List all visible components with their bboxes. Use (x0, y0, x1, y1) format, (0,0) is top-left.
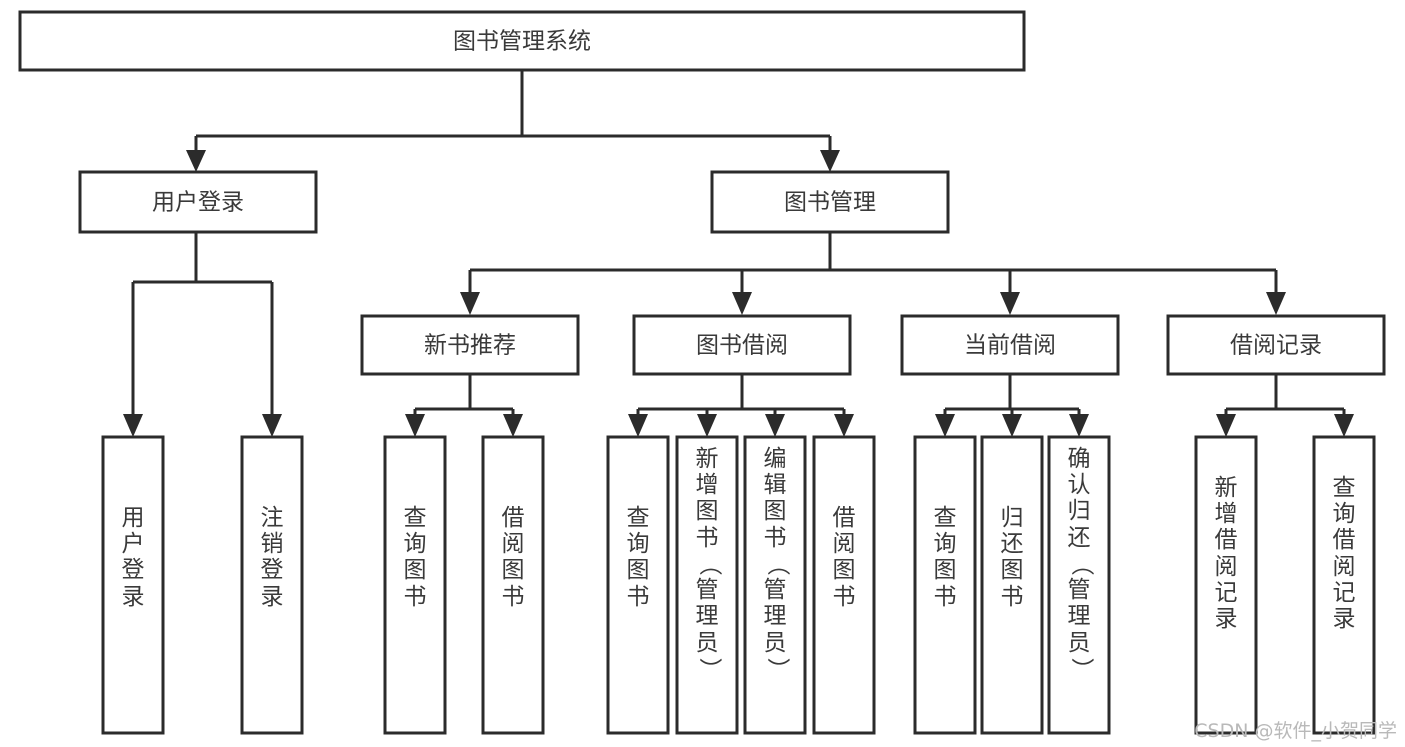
node-book-borrow-box[interactable] (632, 314, 852, 376)
node-book-management-box[interactable] (710, 170, 950, 234)
connectors (123, 70, 1354, 437)
leaf-box-confirm-return-admin[interactable] (1047, 435, 1111, 735)
arrowhead-leaf-8 (834, 414, 854, 437)
leaf-box-query-book-rec[interactable] (383, 435, 447, 735)
node-new-book-recommend-label: 新书推荐 (424, 333, 516, 359)
arrowhead-leaf-3 (405, 414, 425, 437)
arrowhead-leaf-7 (765, 414, 785, 437)
arrowhead-leaf-5 (628, 414, 648, 437)
node-current-borrow-box[interactable] (900, 314, 1120, 376)
arrowhead-login (186, 150, 206, 172)
leaf-box-logout[interactable] (240, 435, 304, 735)
arrowhead-mid-3 (1000, 292, 1020, 315)
arrowhead-leaf-9 (935, 414, 955, 437)
leaf-box-query-book-borrow[interactable] (606, 435, 670, 735)
arrowhead-leaf-6 (697, 414, 717, 437)
leaf-box-query-borrow-record[interactable] (1312, 435, 1376, 735)
arrowhead-mid-2 (732, 292, 752, 315)
node-root-label: 图书管理系统 (453, 29, 591, 55)
arrowhead-mid-4 (1266, 292, 1286, 315)
arrowhead-leaf-2 (262, 414, 282, 437)
arrowhead-mid-1 (460, 292, 480, 315)
leaf-box-borrow-book-rec[interactable] (481, 435, 545, 735)
arrowhead-leaf-1 (123, 414, 143, 437)
node-book-borrow-label: 图书借阅 (696, 333, 788, 359)
arrowhead-leaf-12 (1216, 414, 1236, 437)
leaf-box-user-login[interactable] (101, 435, 165, 735)
arrowhead-leaf-13 (1334, 414, 1354, 437)
node-new-book-recommend[interactable]: 新书推荐 (360, 314, 580, 376)
node-user-login-box[interactable] (78, 170, 318, 234)
node-borrow-record-label: 借阅记录 (1230, 333, 1322, 359)
arrowhead-leaf-4 (503, 414, 523, 437)
arrowhead-leaf-11 (1069, 414, 1089, 437)
node-user-login[interactable]: 用户登录 (78, 170, 318, 234)
leaf-box-return-book[interactable] (980, 435, 1044, 735)
node-user-login-label: 用户登录 (152, 190, 244, 216)
node-root-box[interactable] (18, 10, 1026, 72)
node-book-management-label: 图书管理 (784, 190, 876, 216)
leaf-box-add-borrow-record[interactable] (1194, 435, 1258, 735)
node-borrow-record[interactable]: 借阅记录 (1166, 314, 1386, 376)
leaf-boxes (101, 435, 1376, 735)
leaf-box-edit-book-admin[interactable] (743, 435, 807, 735)
node-borrow-record-box[interactable] (1166, 314, 1386, 376)
arrowhead-bookmgmt (820, 150, 840, 172)
leaf-box-add-book-admin[interactable] (675, 435, 739, 735)
node-root[interactable]: 图书管理系统 (18, 10, 1026, 72)
arrowhead-leaf-10 (1002, 414, 1022, 437)
node-current-borrow-label: 当前借阅 (964, 333, 1056, 359)
node-new-book-recommend-box[interactable] (360, 314, 580, 376)
node-current-borrow[interactable]: 当前借阅 (900, 314, 1120, 376)
leaf-box-borrow-book[interactable] (812, 435, 876, 735)
node-book-borrow[interactable]: 图书借阅 (632, 314, 852, 376)
node-book-management[interactable]: 图书管理 (710, 170, 950, 234)
leaf-box-query-book-current[interactable] (913, 435, 977, 735)
